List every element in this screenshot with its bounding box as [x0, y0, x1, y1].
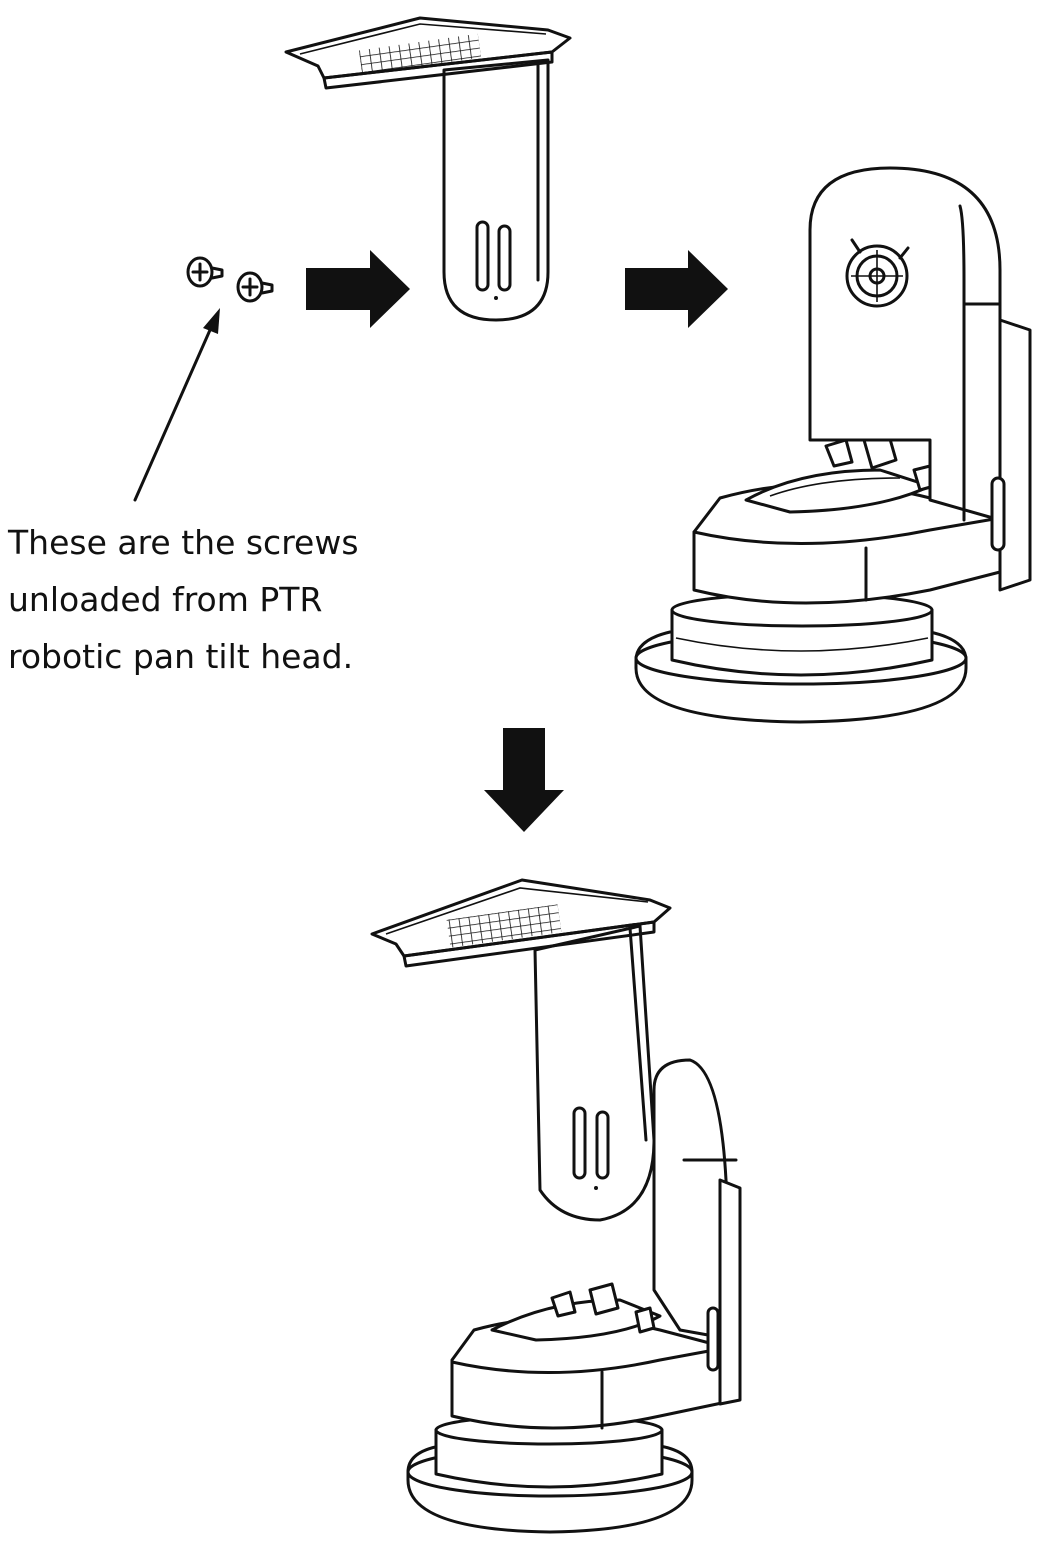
screw-icon	[236, 271, 274, 303]
caption-line: These are the screws	[8, 523, 359, 562]
right-arrow-icon	[625, 250, 728, 328]
bracket-part	[284, 16, 572, 322]
assembled-unit-part	[370, 878, 742, 1534]
down-arrow-icon	[484, 728, 564, 832]
screw-icon	[186, 256, 224, 288]
caption-line: robotic pan tilt head.	[8, 637, 354, 676]
caption-line: unloaded from PTR	[8, 580, 323, 619]
screws-caption: These are the screws unloaded from PTR r…	[8, 514, 408, 685]
pan-tilt-head-part	[634, 166, 1032, 724]
pointer-arrow	[133, 308, 220, 502]
right-arrow-icon	[306, 250, 410, 328]
